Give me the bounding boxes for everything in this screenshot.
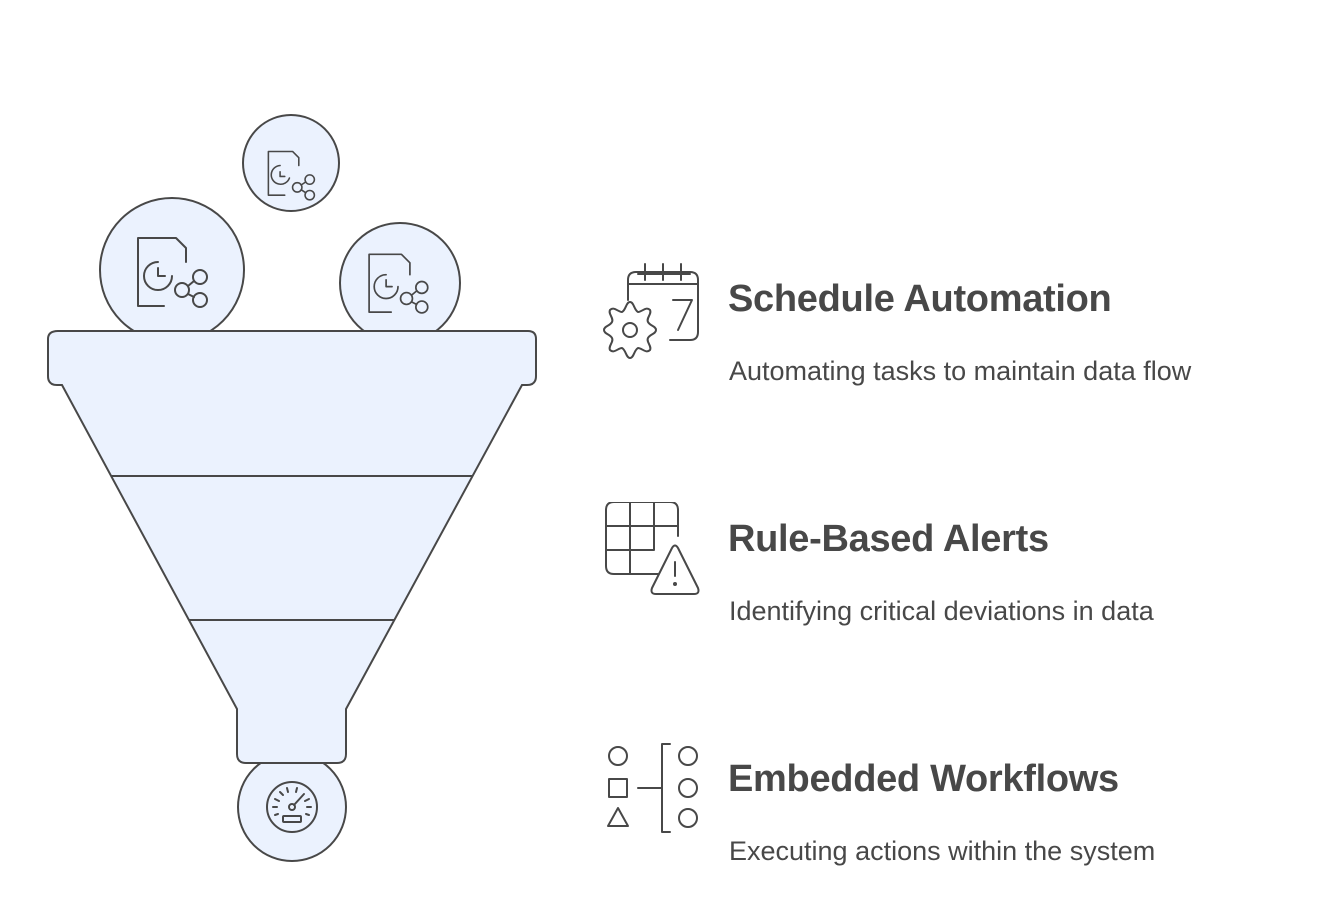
input-bubble-left — [99, 197, 245, 343]
speedometer-gauge-icon — [266, 781, 318, 833]
table-warning-icon — [605, 502, 700, 595]
shapes-branch-icon — [607, 743, 698, 833]
document-clock-share-icon — [368, 253, 429, 314]
item-title: Embedded Workflows — [728, 758, 1119, 800]
funnel-diagram — [47, 114, 537, 862]
document-clock-share-icon — [137, 237, 208, 308]
funnel-body — [47, 330, 537, 764]
item-title: Schedule Automation — [728, 278, 1112, 320]
input-bubble-right — [339, 222, 461, 344]
item-description: Identifying critical deviations in data — [729, 596, 1154, 626]
document-clock-share-icon — [267, 150, 316, 201]
item-embedded-workflows: Embedded Workflows Executing actions wit… — [600, 742, 1300, 882]
calendar-gear-icon — [603, 263, 699, 359]
output-bubble — [237, 752, 347, 862]
item-rule-based-alerts: Rule-Based Alerts Identifying critical d… — [600, 502, 1300, 642]
item-schedule-automation: Schedule Automation Automating tasks to … — [600, 262, 1300, 402]
input-bubble-top — [242, 114, 340, 212]
item-description: Executing actions within the system — [729, 836, 1156, 866]
item-title: Rule-Based Alerts — [728, 518, 1049, 560]
item-description: Automating tasks to maintain data flow — [729, 356, 1192, 386]
